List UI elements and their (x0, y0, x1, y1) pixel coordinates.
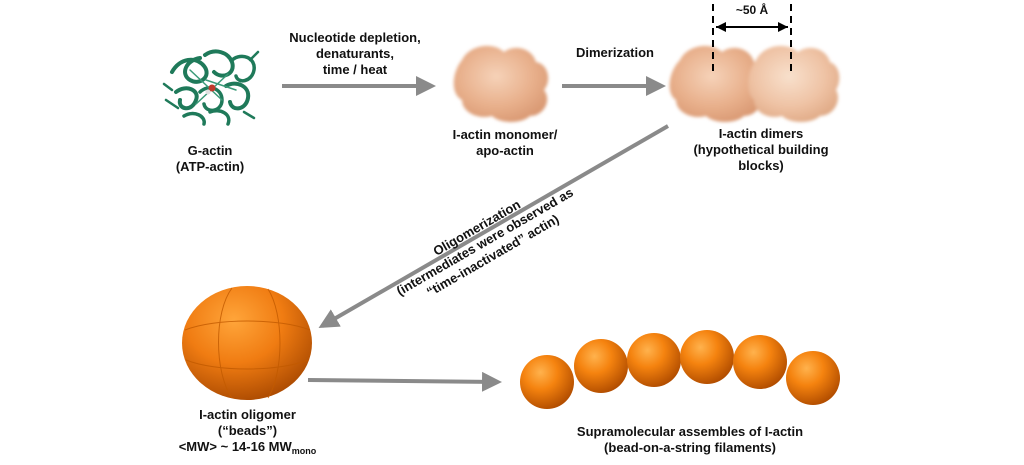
bead (520, 355, 574, 409)
arrow-dimers-to-oligomer (318, 124, 670, 329)
dimers-label: I-actin dimers (hypothetical building bl… (676, 126, 846, 174)
bead-chain-icon (520, 330, 840, 409)
g-actin-label-line1: G-actin (187, 143, 233, 158)
monomer-label: I-actin monomer/ apo-actin (430, 127, 580, 159)
distance-label: ~50 Å (722, 2, 782, 18)
i-actin-monomer-blob-icon (453, 45, 549, 122)
assemblies-label-line1: Supramolecular assembles of I-actin (576, 424, 804, 439)
oligomer-bead-icon (182, 286, 312, 400)
oligomer-mw-subscript: mono (291, 446, 317, 456)
step1-label: Nucleotide depletion, denaturants, time … (270, 30, 440, 78)
bead (733, 335, 787, 389)
dimers-label-line1: I-actin dimers (718, 126, 804, 141)
distance-label-text: ~50 Å (735, 3, 769, 17)
assemblies-label-line2: (bead-on-a-string filaments) (604, 440, 776, 455)
bead (627, 333, 681, 387)
monomer-label-line1: I-actin monomer/ (452, 127, 558, 142)
oligomer-label-line1: I-actin oligomer (199, 407, 296, 422)
step1-label-line2: denaturants, (315, 46, 394, 61)
g-actin-label: G-actin (ATP-actin) (150, 143, 270, 175)
bead (574, 339, 628, 393)
oligomer-label: I-actin oligomer (“beads”) <MW> ~ 14-16 … (155, 407, 340, 459)
g-actin-ribbon-structure-icon (162, 49, 260, 126)
step2-label: Dimerization (555, 45, 675, 61)
dimers-label-line3: blocks) (738, 158, 784, 173)
distance-marker (712, 4, 792, 72)
bead (680, 330, 734, 384)
step2-label-text: Dimerization (575, 45, 654, 60)
oligomer-label-line2: (“beads”) (217, 423, 278, 438)
oligomer-label-line3: <MW> ~ 14-16 MWmono (155, 439, 340, 459)
i-actin-dimer-blob-icon (669, 45, 840, 122)
assemblies-label: Supramolecular assembles of I-actin (bea… (540, 424, 840, 456)
monomer-label-line2: apo-actin (476, 143, 534, 158)
oligomer-mw-text: <MW> ~ 14-16 MW (178, 439, 292, 454)
dimers-label-line2: (hypothetical building (693, 142, 829, 157)
g-actin-label-line2: (ATP-actin) (175, 159, 245, 174)
step1-label-line1: Nucleotide depletion, (289, 30, 421, 45)
arrow-oligomer-to-assemblies (307, 371, 502, 392)
bead (786, 351, 840, 405)
step1-label-line3: time / heat (322, 62, 388, 77)
